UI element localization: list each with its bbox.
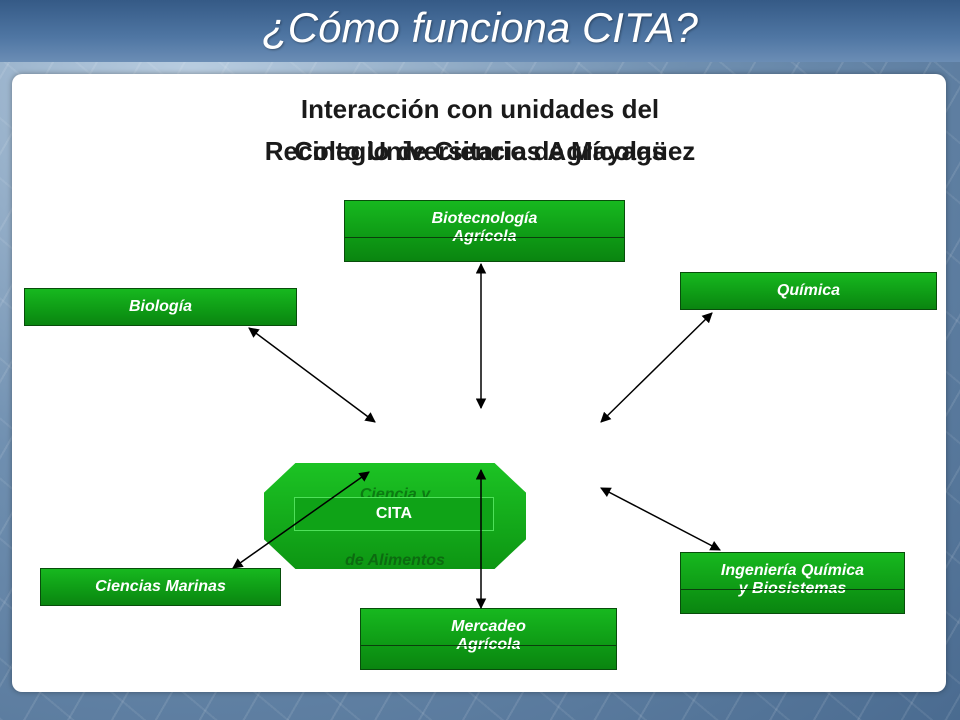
unit-label-line-2: Agrícola: [456, 636, 521, 653]
unit-box-ciencias-marinas: Ciencias Marinas: [40, 568, 281, 606]
unit-box-biologia: Biología: [24, 288, 297, 326]
arrow-ingenieria: [600, 487, 721, 551]
slide-title: ¿Cómo funciona CITA?: [262, 4, 698, 51]
unit-label-line-1: Biotecnología: [431, 210, 538, 227]
unit-box-ingenieria: Ingeniería Química y Biosistemas: [680, 552, 905, 614]
arrow-quimica: [600, 312, 713, 423]
unit-box-mercadeo: Mercadeo Agrícola: [360, 608, 617, 670]
cita-label-bottom: de Alimentos: [345, 552, 445, 569]
unit-divider: [361, 645, 616, 646]
unit-label-line-2: Agrícola: [452, 228, 517, 245]
heading-overlap: Colegio de Ciencias Agrícolas: [294, 136, 666, 166]
unit-label-line-1: Mercadeo: [451, 618, 526, 635]
heading-line-2: Recinto Universitario de Mayagüez: [264, 136, 696, 166]
unit-label-line-1: Biología: [128, 298, 193, 315]
unit-divider: [681, 589, 904, 590]
unit-box-quimica: Química: [680, 272, 937, 310]
unit-label-line-2: y Biosistemas: [738, 580, 847, 597]
unit-divider: [345, 237, 624, 238]
unit-label-line-1: Ingeniería Química: [720, 562, 865, 579]
arrow-ciencias-marinas: [232, 471, 370, 569]
unit-box-biotecnologia: Biotecnología Agrícola: [344, 200, 625, 262]
unit-label-line-1: Química: [776, 282, 841, 299]
heading-line-1: Interacción con unidades del: [300, 94, 660, 124]
unit-label-line-1: Ciencias Marinas: [95, 578, 226, 595]
arrow-biologia: [248, 327, 376, 423]
header-band: [0, 0, 960, 62]
